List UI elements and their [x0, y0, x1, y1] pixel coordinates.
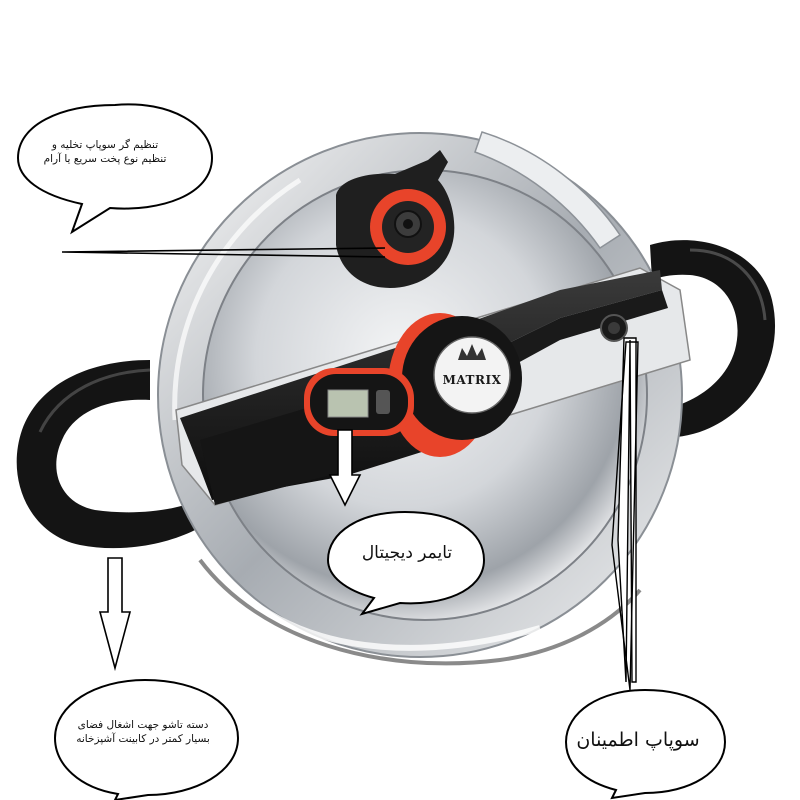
callout-safety-valve — [564, 337, 727, 800]
speech-bubble-icon — [326, 510, 486, 616]
side-handle-right — [650, 240, 776, 438]
callout-line: تنظیم نوع پخت سریع یا آرام — [43, 153, 167, 166]
crown-logo-icon — [458, 344, 486, 360]
pressure-regulator-knob[interactable] — [336, 150, 455, 288]
brand-name: MATRIX — [442, 373, 502, 387]
callout-line: سوپاپ اطمینان — [576, 729, 700, 751]
callout-handle-text: دسته تاشو جهت اشغال فضای بسیار کمتر در ک… — [58, 718, 228, 746]
digital-timer — [304, 368, 414, 436]
callout-line: تایمر دیجیتال — [361, 543, 453, 563]
callout-line: تنظیم گر سوپاپ تخلیه و — [51, 139, 159, 151]
callout-line: دسته تاشو جهت اشغال فضای — [77, 719, 209, 731]
callout-line: بسیار کمتر در کابینت آشپزخانه — [76, 733, 210, 746]
speech-bubble-icon — [564, 688, 727, 800]
callout-digital-timer-text: تایمر دیجیتال — [332, 542, 482, 565]
lid-locking-tab — [474, 131, 622, 250]
timer-display — [327, 389, 369, 418]
callout-handle — [53, 557, 240, 800]
side-handle-left — [16, 360, 200, 549]
speech-bubble-icon — [16, 103, 214, 235]
callout-valve-regulator-text: تنظیم گر سوپاپ تخلیه و تنظیم نوع پخت سری… — [30, 138, 180, 166]
brand-logo — [433, 336, 511, 414]
callout-valve-regulator — [16, 103, 386, 258]
callout-safety-valve-text: سوپاپ اطمینان — [563, 728, 713, 754]
callout-digital-timer — [326, 429, 486, 616]
timer-button[interactable] — [376, 390, 390, 414]
speech-bubble-icon — [53, 678, 240, 800]
